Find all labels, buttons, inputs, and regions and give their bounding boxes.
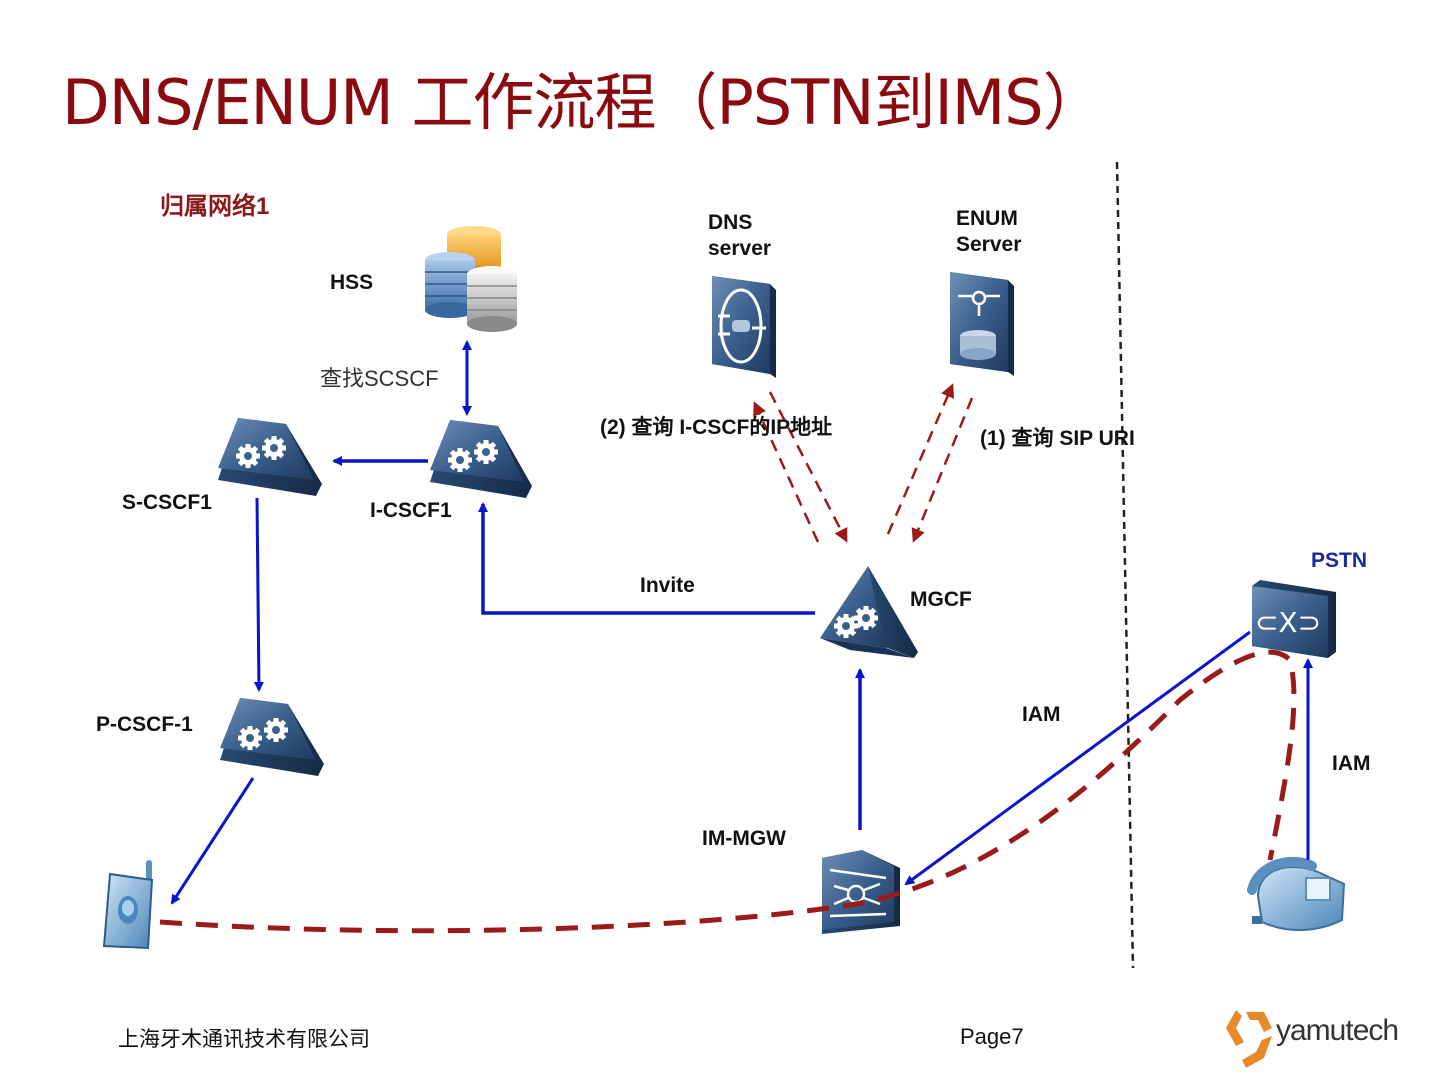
network-boundary-line [1115,161,1135,969]
hss-database-icon [425,226,517,332]
mgcf-label: MGCF [910,588,972,611]
dns-server-label-line1: DNS [708,211,753,234]
dns-server-icon [712,276,776,378]
svg-text:⊂X⊃: ⊂X⊃ [1255,606,1321,639]
mgcf-icon [820,566,918,658]
query-sip-uri-label: (1) 查询 SIP URI [980,427,1135,450]
iam-pstn-to-mgw-arrow [904,630,1251,886]
p-cscf-label: P-CSCF-1 [96,713,193,736]
enum-server-label-line2: Server [956,233,1022,257]
query-icscf-ip-label: (2) 查询 I-CSCF的IP地址 [600,416,833,439]
p-cscf-icon [220,698,324,776]
invite-label: Invite [640,574,695,597]
dns-query-arrow [768,391,848,543]
im-mgw-icon [822,850,900,934]
s-cscf-label: S-CSCF1 [122,491,212,514]
enum-server-icon [950,272,1014,376]
media-path [159,649,1297,934]
yamutech-logo: yamutech [1222,1006,1402,1072]
s-cscf-icon [218,418,322,496]
im-mgw-label: IM-MGW [702,827,786,850]
company-name: 上海牙木通讯技术有限公司 [118,1028,370,1051]
hss-label: HSS [330,271,374,294]
scscf-to-pcscf-arrow [253,497,264,692]
enum-server-label: ENUM Server [956,206,1021,259]
i-cscf-icon [430,420,532,498]
page-number: Page7 [960,1024,1024,1049]
pstn-label: PSTN [1311,549,1368,572]
mobile-phone-icon [102,860,154,950]
enum-server-label-line1: ENUM [956,207,1018,230]
pstn-switch-icon: ⊂X⊃ [1252,580,1336,658]
iam-label-1: IAM [1022,703,1061,726]
dns-response-arrow [753,401,820,543]
telephone-icon [1247,856,1346,931]
enum-query-arrow [886,383,955,535]
logo-text: yamutech [1276,1014,1399,1047]
dns-server-label-line2: server [708,237,772,261]
home-network-label: 归属网络1 [160,193,270,220]
invite-arrow [478,502,815,615]
yamutech-logo-icon [1226,1010,1272,1068]
i-cscf-label: I-CSCF1 [370,499,452,522]
enum-response-arrow [911,397,974,543]
slide-title: DNS/ENUM 工作流程（PSTN到IMS） [62,66,1105,139]
dns-server-label: DNS server [708,210,771,263]
pcscf-to-ue-arrow [170,777,255,905]
find-scscf-label: 查找SCSCF [320,366,439,391]
iam-label-2: IAM [1332,752,1371,775]
